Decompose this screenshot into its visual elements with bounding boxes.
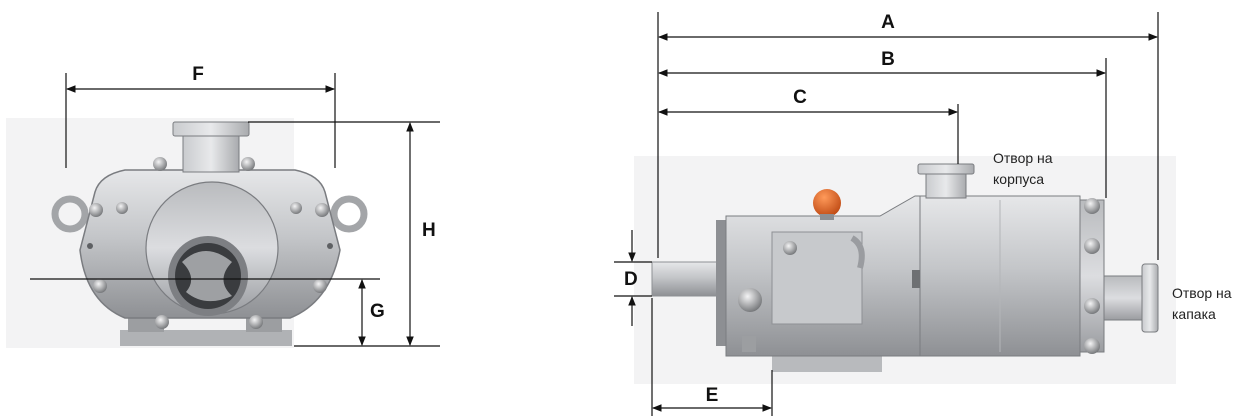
dimension-label-d: D xyxy=(624,269,638,290)
front-bolts xyxy=(87,157,333,329)
front-top-port xyxy=(182,133,240,173)
dimension-label-e: E xyxy=(706,385,719,406)
body-port-label-line2: корпуса xyxy=(993,171,1044,187)
dimension-e: E xyxy=(652,385,772,412)
dimension-label-c: C xyxy=(793,87,807,108)
side-bolts xyxy=(1084,198,1100,354)
left-lifting-eye xyxy=(51,195,89,233)
dimension-b: B xyxy=(658,49,1106,77)
dimension-label-h: H xyxy=(422,220,436,241)
shaft xyxy=(651,261,723,297)
body-top-port xyxy=(925,171,967,199)
cover-port-label-line1: Отвор на xyxy=(1172,285,1232,301)
dimension-label-a: A xyxy=(881,12,895,33)
dimension-label-b: B xyxy=(881,49,895,70)
right-lifting-eye xyxy=(330,195,368,233)
oil-filler-cap xyxy=(813,189,841,217)
cover-outlet-port xyxy=(1103,275,1145,321)
dimension-g: G xyxy=(30,278,385,346)
dimension-a: A xyxy=(658,12,1158,41)
dimension-f: F xyxy=(65,64,336,168)
dimension-d: D xyxy=(614,230,652,326)
dimension-label-f: F xyxy=(192,64,204,85)
front-base-plate xyxy=(120,330,292,346)
dimension-c: C xyxy=(658,87,958,116)
side-view: A B C D E Отвор на корпуса Отвор на капа xyxy=(614,12,1232,416)
pump-cover xyxy=(1079,199,1105,353)
front-view: F H G xyxy=(6,64,440,348)
body-port-label-line1: Отвор на xyxy=(993,150,1053,166)
cover-port-label-line2: капака xyxy=(1172,306,1216,322)
dimension-label-g: G xyxy=(370,301,385,322)
dimension-h: H xyxy=(248,121,440,347)
